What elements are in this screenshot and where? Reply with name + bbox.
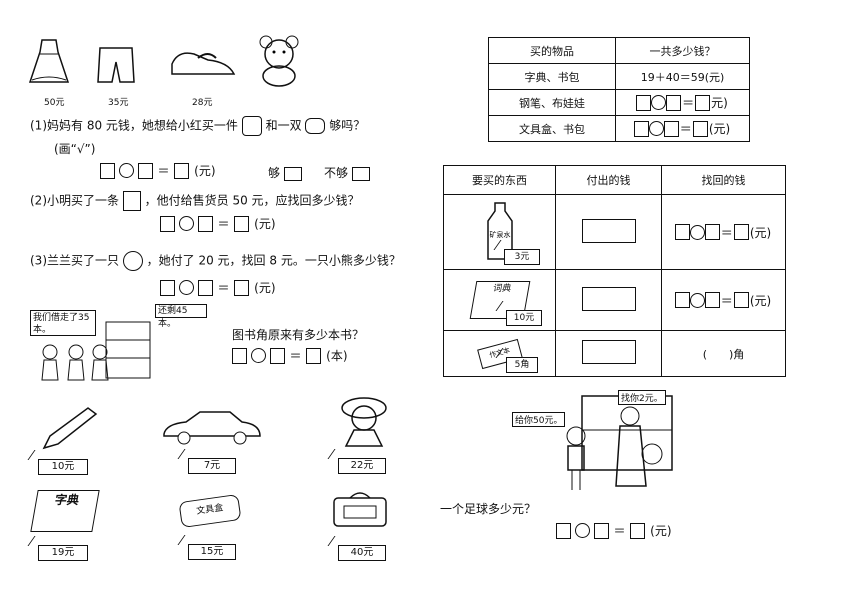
table2-row-answer: ＝(元) <box>661 269 786 331</box>
answer-box[interactable] <box>556 522 571 539</box>
table2-header-paid: 付出的钱 <box>555 165 662 195</box>
table2-row-item: 词典 10元 <box>443 269 556 331</box>
speech-bubble-left: 我们借走了35本。 <box>30 310 96 336</box>
answer-box[interactable] <box>630 522 646 539</box>
answer-box[interactable] <box>174 162 190 179</box>
question-1-hint: (画“√”) <box>54 142 96 156</box>
speech-bubble-right: 还剩45本。 <box>155 304 207 329</box>
enough-checkbox[interactable] <box>283 166 302 181</box>
pants-icon <box>122 191 141 211</box>
operator-circle[interactable] <box>574 523 590 538</box>
children-icon <box>41 321 151 381</box>
table1-header-total: 一共多少钱？ <box>615 37 750 64</box>
table2-header-change: 找回的钱 <box>661 165 786 195</box>
table2-row-answer: ＝(元) <box>661 194 786 270</box>
table1-row-item: 文具盒、书包 <box>488 115 616 142</box>
not-enough-checkbox[interactable] <box>351 166 370 181</box>
pencil-box-icon: 文具盒 <box>178 493 242 529</box>
dictionary-price: 19元 <box>38 545 88 561</box>
answer-box[interactable] <box>160 215 175 232</box>
answer-box[interactable] <box>234 279 250 296</box>
dress-price: 50元 <box>44 98 65 108</box>
shorts-price: 35元 <box>108 98 129 108</box>
question-3: (3)兰兰买了一只 ，她付了 20 元，找回 8 元。一只小熊多少钱？ <box>30 251 401 271</box>
dictionary2-price: 10元 <box>506 310 542 326</box>
answer-box[interactable] <box>234 215 250 232</box>
operator-circle[interactable] <box>178 280 194 295</box>
car-price: 7元 <box>188 458 236 474</box>
notebook-price: 5角 <box>506 357 538 373</box>
bag-icon <box>333 492 387 527</box>
answer-box[interactable] <box>269 347 285 364</box>
answer-box[interactable] <box>100 162 115 179</box>
banknote-icon <box>555 330 662 377</box>
answer-box[interactable] <box>197 215 213 232</box>
operator-circle[interactable] <box>178 216 194 231</box>
question-1: (1)妈妈有 80 元钱，她想给小红买一件 和一双 够吗？ <box>30 116 365 136</box>
table2-row-item: 矿泉水 3元 <box>443 194 556 270</box>
enough-label: 够 <box>268 164 302 181</box>
svg-text:矿泉水: 矿泉水 <box>489 230 510 239</box>
table1-row-expr: 19＋40＝59(元) <box>615 63 750 90</box>
table1-row-answer: ＝(元) <box>615 115 750 142</box>
pen-price: 10元 <box>38 459 88 475</box>
answer-row-2: ＝ (元) <box>160 215 277 232</box>
answer-box[interactable] <box>232 347 247 364</box>
speech-bubble-clerk: 找你2元。 <box>618 390 666 405</box>
shop-scene-icon <box>566 395 673 490</box>
answer-row-4: ＝ (本) <box>232 347 349 364</box>
bag-price: 40元 <box>338 545 386 561</box>
water-price: 3元 <box>504 249 540 265</box>
dictionary-icon: 字典 <box>30 490 100 532</box>
answer-box[interactable] <box>137 162 153 179</box>
table1-row-item: 字典、书包 <box>488 63 616 90</box>
table2-header-item: 要买的东西 <box>443 165 556 195</box>
change-table: 要买的东西 付出的钱 找回的钱 矿泉水 3元 ＝(元) 词典 10元 ＝(元) … <box>443 165 786 377</box>
answer-row-football: ＝ (元) <box>556 522 673 539</box>
not-enough-label: 不够 <box>324 164 370 181</box>
shorts-icon <box>97 47 135 83</box>
table2-row-answer: ( )角 <box>661 330 786 377</box>
football-question: 一个足球多少元？ <box>440 502 537 516</box>
question-2: (2)小明买了一条 ，他付给售货员 50 元，应找回多少钱？ <box>30 191 360 211</box>
shoe-price: 28元 <box>192 98 213 108</box>
answer-box[interactable] <box>306 347 322 364</box>
shoe-small-icon <box>305 118 326 134</box>
pencil-box-price: 15元 <box>188 544 236 560</box>
table1-row-item: 钢笔、布娃娃 <box>488 89 616 116</box>
table1-header-item: 买的物品 <box>488 37 616 64</box>
table1-row-answer: ＝元) <box>615 89 750 116</box>
operator-circle[interactable] <box>118 163 134 178</box>
car-icon <box>163 411 261 445</box>
operator-circle[interactable] <box>250 348 266 363</box>
answer-box[interactable] <box>593 522 609 539</box>
shirt-icon <box>241 116 262 136</box>
shoe-icon <box>171 52 236 75</box>
bear-icon <box>259 35 299 87</box>
dress-icon <box>28 39 70 83</box>
answer-row-3: ＝ (元) <box>160 279 277 296</box>
table2-row-item: 作文本 5角 <box>443 330 556 377</box>
pen-icon <box>42 407 98 450</box>
banknote-icon <box>555 194 662 270</box>
bear-small-icon <box>122 251 143 271</box>
doll-price: 22元 <box>338 458 386 474</box>
answer-box[interactable] <box>160 279 175 296</box>
answer-row-1: ＝ (元) <box>100 162 217 179</box>
doll-icon <box>341 397 387 447</box>
speech-bubble-child: 给你50元。 <box>512 412 566 427</box>
purchase-table: 买的物品 一共多少钱？ 字典、书包 19＋40＝59(元) 钢笔、布娃娃 ＝元)… <box>488 37 750 142</box>
answer-box[interactable] <box>197 279 213 296</box>
books-question: 图书角原来有多少本书？ <box>232 328 365 342</box>
banknote-icon <box>555 269 662 331</box>
